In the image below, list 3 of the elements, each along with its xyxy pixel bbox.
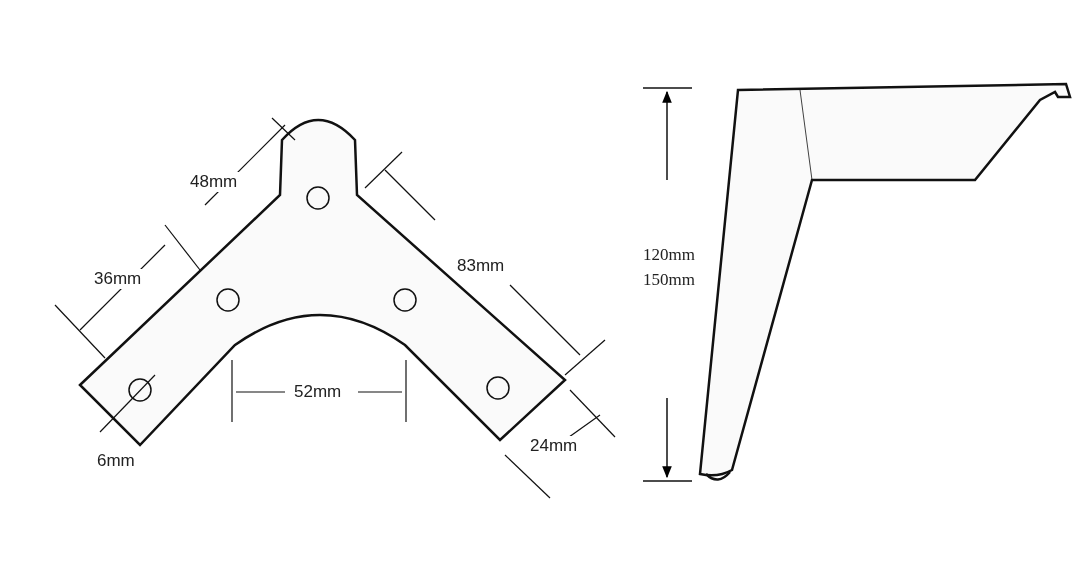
dimension-label: 48mm	[188, 172, 240, 192]
dimension-label: 24mm	[528, 436, 580, 456]
dimension-label: 36mm	[92, 269, 144, 289]
